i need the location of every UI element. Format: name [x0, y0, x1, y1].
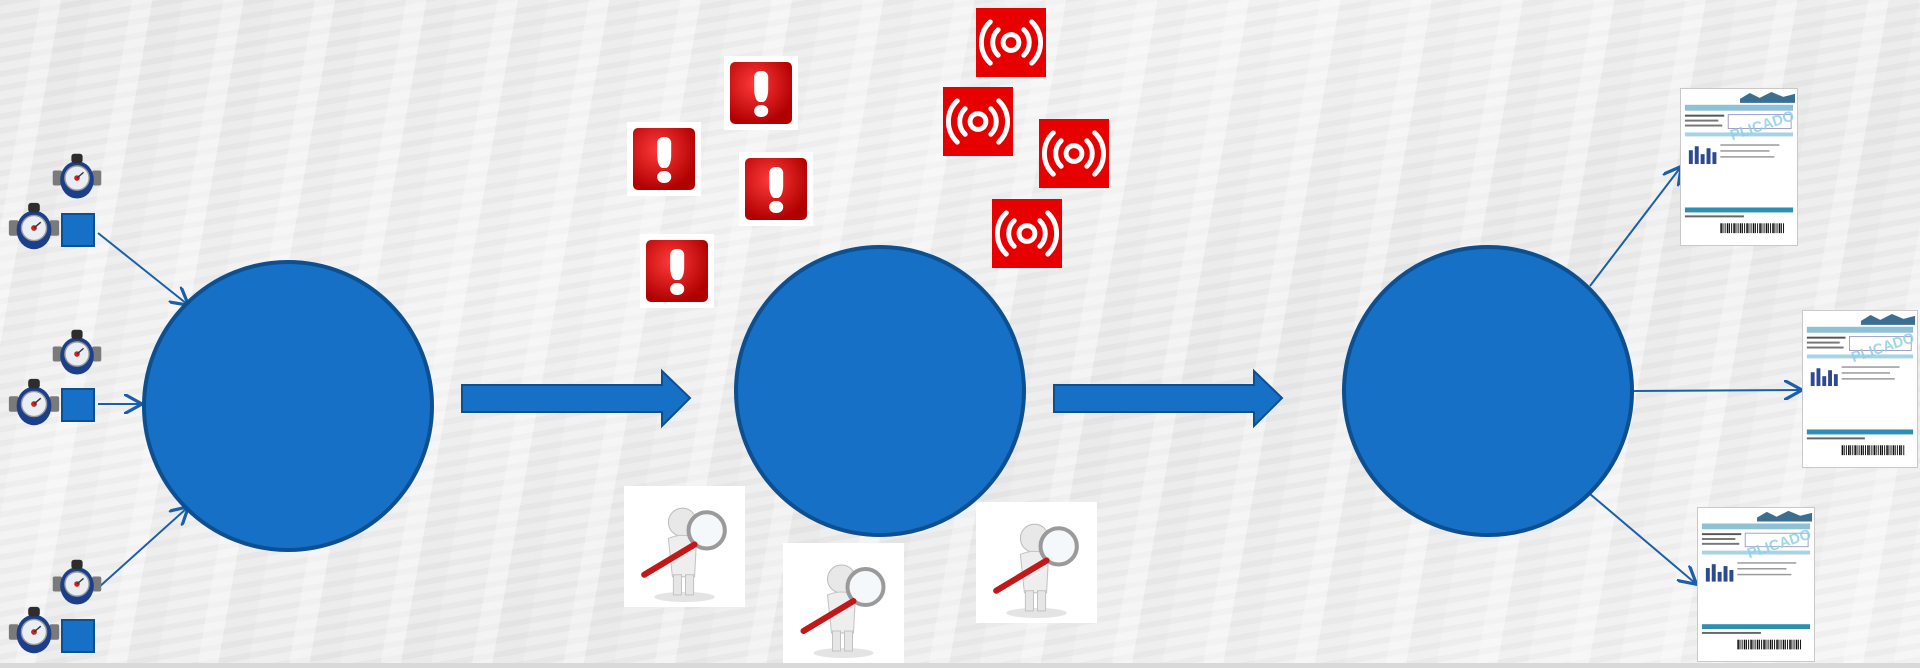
meter-connector-top: [97, 232, 187, 304]
meter-marker-square: [61, 388, 95, 422]
bill-document-icon: PLICADO: [1802, 310, 1918, 468]
wireless-signal-icon: [992, 199, 1062, 268]
magnifying-glass-figure-icon: [976, 502, 1097, 623]
stage-node-analysis: [734, 245, 1026, 537]
exclamation-alert-icon: [724, 56, 798, 130]
stage-node-collection: [142, 260, 434, 552]
water-meter-icon: [48, 150, 106, 206]
wireless-signal-icon: [976, 8, 1046, 77]
svg-text:PLICADO: PLICADO: [1745, 527, 1813, 562]
wireless-signal-icon: [1039, 119, 1109, 188]
process-arrow-1: [461, 368, 692, 429]
magnifying-glass-figure-icon: [783, 543, 904, 663]
wireless-signal-icon: [943, 87, 1013, 156]
bill-document-icon: PLICADO: [1697, 507, 1815, 662]
svg-text:PLICADO: PLICADO: [1728, 108, 1796, 144]
water-meter-icon: [48, 326, 106, 382]
meter-marker-square: [61, 619, 95, 653]
stage-node-billing: [1342, 245, 1634, 537]
svg-text:PLICADO: PLICADO: [1850, 330, 1917, 366]
output-connector-bottom: [1589, 493, 1695, 583]
water-meter-icon: [48, 556, 106, 612]
exclamation-alert-icon: [739, 152, 813, 226]
process-arrow-2: [1053, 368, 1284, 429]
water-meter-icon: [5, 603, 63, 661]
output-connector-middle: [1633, 390, 1800, 391]
magnifying-glass-figure-icon: [624, 486, 745, 607]
water-meter-icon: [5, 374, 63, 434]
bill-document-icon: PLICADO: [1680, 88, 1798, 246]
exclamation-alert-icon: [627, 122, 701, 196]
exclamation-alert-icon: [640, 234, 714, 308]
meter-marker-square: [61, 213, 95, 247]
water-meter-icon: [5, 198, 63, 258]
output-connector-top: [1589, 168, 1680, 287]
meter-connector-bottom: [97, 508, 187, 589]
